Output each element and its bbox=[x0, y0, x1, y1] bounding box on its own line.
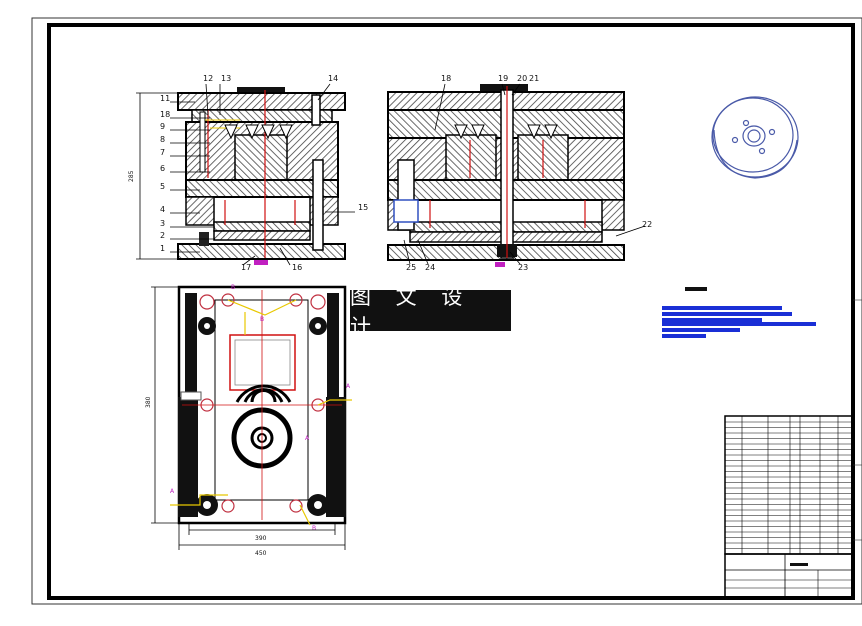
callout-17: 17 bbox=[241, 263, 251, 272]
technical-note-line bbox=[662, 306, 782, 310]
right-section-view: 18 19 20 21 22 23 24 25 bbox=[387, 74, 652, 272]
title-block bbox=[724, 553, 854, 599]
callout-3: 3 bbox=[160, 219, 165, 228]
callout-23: 23 bbox=[518, 263, 528, 272]
section-label-a-right: A bbox=[346, 383, 351, 390]
section-label-a-center: A bbox=[305, 435, 310, 442]
plan-height-dim: 380 bbox=[145, 396, 152, 408]
callout-9: 9 bbox=[160, 122, 165, 131]
part-isometric-icon bbox=[711, 96, 799, 179]
left-section-view: 285 11 18 9 8 7 6 5 4 3 2 1 12 13 14 15 … bbox=[128, 74, 368, 272]
plan-view: A A A B B B 380 390 450 bbox=[145, 284, 352, 557]
callout-8: 8 bbox=[160, 135, 165, 144]
section-label-b-bottom: B bbox=[312, 525, 316, 532]
technical-notes-title bbox=[685, 287, 707, 291]
section-label-a-left: A bbox=[170, 488, 175, 495]
callout-24: 24 bbox=[425, 263, 435, 272]
technical-note-line bbox=[662, 322, 816, 326]
callout-4: 4 bbox=[160, 205, 165, 214]
callout-1: 1 bbox=[160, 244, 165, 253]
callout-19: 19 bbox=[498, 74, 508, 83]
outer-frame bbox=[31, 17, 862, 605]
section-label-b-top: B bbox=[231, 284, 235, 291]
callout-15: 15 bbox=[358, 203, 368, 212]
callout-20: 20 bbox=[517, 74, 527, 83]
technical-note-line bbox=[662, 312, 792, 316]
technical-note-line bbox=[662, 328, 740, 332]
plan-inner-width-dim: 390 bbox=[255, 535, 267, 542]
callout-12: 12 bbox=[203, 74, 213, 83]
technical-note-line bbox=[662, 318, 762, 322]
callout-21: 21 bbox=[529, 74, 539, 83]
technical-note-line bbox=[662, 334, 706, 338]
callout-16: 16 bbox=[292, 263, 302, 272]
callout-14: 14 bbox=[328, 74, 338, 83]
plan-outer-width-dim: 450 bbox=[255, 550, 267, 557]
parts-list-table bbox=[724, 415, 854, 555]
section-label-b-mid: B bbox=[260, 316, 264, 323]
callout-13: 13 bbox=[221, 74, 231, 83]
callout-7: 7 bbox=[160, 148, 165, 157]
watermark-banner: 图 文 设 计 bbox=[350, 285, 511, 339]
callout-2: 2 bbox=[160, 231, 165, 240]
drawing-border bbox=[47, 23, 855, 600]
callout-18-right: 18 bbox=[441, 74, 451, 83]
callout-5: 5 bbox=[160, 182, 165, 191]
section-height-dim: 285 bbox=[128, 170, 135, 182]
callout-22: 22 bbox=[642, 220, 652, 229]
callout-6: 6 bbox=[160, 164, 165, 173]
callout-11: 11 bbox=[160, 94, 170, 103]
callout-25: 25 bbox=[406, 263, 416, 272]
callout-18-left: 18 bbox=[160, 110, 170, 119]
